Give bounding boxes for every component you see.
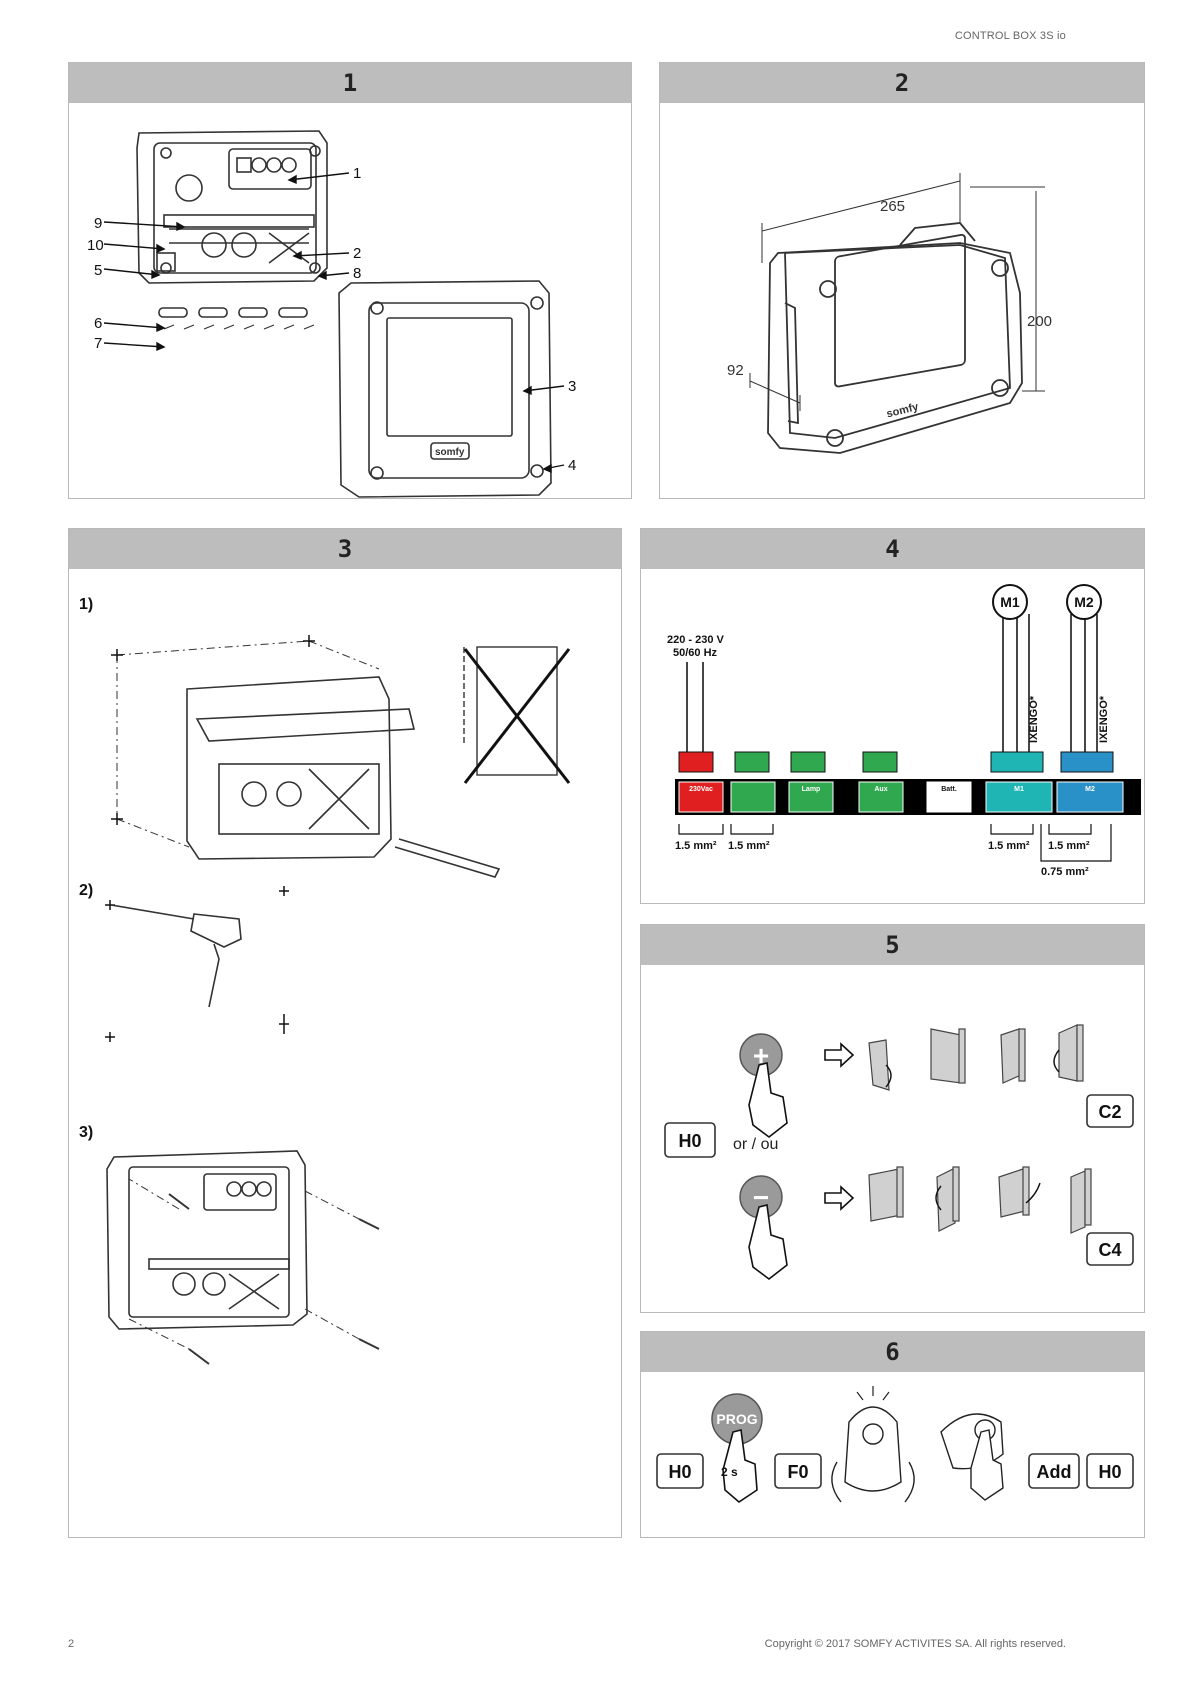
- svg-text:C2: C2: [1098, 1102, 1121, 1122]
- step-1-label: 1): [79, 596, 93, 613]
- motor-m1-label: M1: [1000, 594, 1020, 610]
- page-number: 2: [68, 1638, 74, 1650]
- arrow-right-icon: [825, 1044, 853, 1066]
- panel-4: 4 220 - 230 V 50/60 Hz M1 M2 IXENGO* IXE…: [640, 528, 1145, 904]
- panel-5: 5 H0 C2 C4 or / ou + −: [640, 924, 1145, 1313]
- panel-3: 3 1) 2) 3): [68, 528, 622, 1538]
- document-title: CONTROL BOX 3S io: [955, 30, 1066, 42]
- supply-frequency: 50/60 Hz: [673, 647, 718, 659]
- svg-text:H0: H0: [1098, 1462, 1121, 1482]
- svg-text:Add: Add: [1037, 1462, 1072, 1482]
- terminal-m2: M2: [1085, 786, 1095, 793]
- terminal-m1: M1: [1014, 786, 1024, 793]
- panel-6-number: 6: [641, 1332, 1144, 1372]
- supply-voltage: 220 - 230 V: [667, 634, 725, 646]
- press-duration: 2 s: [721, 1465, 738, 1479]
- terminal-230vac: 230Vac: [689, 786, 713, 793]
- panel-5-illustration: H0 C2 C4 or / ou + −: [641, 965, 1145, 1313]
- wire-size-m1: 1.5 mm²: [988, 840, 1030, 852]
- prog-label: PROG: [716, 1411, 757, 1427]
- callout-8: 8: [353, 265, 361, 282]
- terminal-lamp: Lamp: [802, 786, 821, 793]
- callout-3: 3: [568, 378, 576, 395]
- svg-text:H0: H0: [678, 1131, 701, 1151]
- or-label: or / ou: [733, 1136, 778, 1153]
- callout-6: 6: [94, 315, 102, 332]
- panel-5-number: 5: [641, 925, 1144, 965]
- panel-1-brand: somfy: [435, 447, 465, 458]
- panel-4-number: 4: [641, 529, 1144, 569]
- panel-2: 2 somfy 265 200 92: [659, 62, 1145, 499]
- panel-2-brand: somfy: [885, 401, 920, 421]
- panel-2-number: 2: [660, 63, 1144, 103]
- motor-m2-label: M2: [1074, 594, 1094, 610]
- panel-1-number: 1: [69, 63, 631, 103]
- panel-3-illustration: 1) 2) 3): [69, 569, 622, 1538]
- step-3-label: 3): [79, 1124, 93, 1141]
- wire-size-m2: 1.5 mm²: [1048, 840, 1090, 852]
- svg-text:F0: F0: [787, 1462, 808, 1482]
- wire-size-signal: 1.5 mm²: [728, 840, 770, 852]
- wiring-diagram: 220 - 230 V 50/60 Hz M1 M2 IXENGO* IXENG…: [641, 569, 1145, 904]
- callout-7: 7: [94, 335, 102, 352]
- remote-control-icon: [845, 1407, 901, 1491]
- panel-3-number: 3: [69, 529, 621, 569]
- callout-5: 5: [94, 262, 102, 279]
- svg-text:H0: H0: [668, 1462, 691, 1482]
- terminal-aux: Aux: [874, 786, 887, 793]
- wire-size-power: 1.5 mm²: [675, 840, 717, 852]
- step-2-label: 2): [79, 882, 93, 899]
- svg-text:C4: C4: [1098, 1240, 1121, 1260]
- panel-2-illustration: somfy 265 200 92: [660, 103, 1145, 499]
- arrow-right-icon-2: [825, 1187, 853, 1209]
- callout-4: 4: [568, 457, 576, 474]
- callout-2: 2: [353, 245, 361, 262]
- wire-size-encoder: 0.75 mm²: [1041, 866, 1089, 878]
- panel-1-illustration: somfy 1 2 3 4 5 6 7 8 9 10: [69, 103, 632, 499]
- copyright-notice: Copyright © 2017 SOMFY ACTIVITES SA. All…: [765, 1638, 1066, 1650]
- ixengo-label-m1: IXENGO*: [1028, 695, 1040, 743]
- terminal-batt: Batt.: [941, 786, 957, 793]
- panel-6-illustration: H0 F0 Add H0 PROG 2 s: [641, 1372, 1145, 1538]
- callout-9: 9: [94, 215, 102, 232]
- dimension-depth: 92: [727, 362, 744, 379]
- ixengo-label-m2: IXENGO*: [1098, 695, 1110, 743]
- dimension-width: 265: [880, 198, 905, 215]
- dimension-height: 200: [1027, 313, 1052, 330]
- panel-1: 1: [68, 62, 632, 499]
- panel-6: 6 H0 F0 Add H0 PROG 2 s: [640, 1331, 1145, 1538]
- callout-1: 1: [353, 165, 361, 182]
- callout-10: 10: [87, 237, 104, 254]
